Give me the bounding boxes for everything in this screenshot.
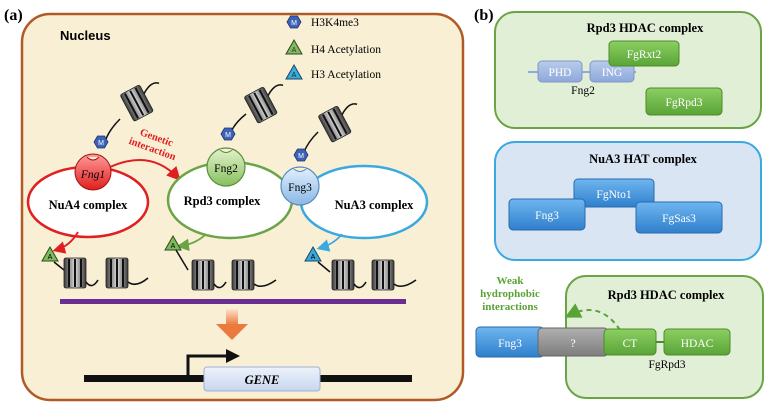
ct-label: CT <box>623 338 638 350</box>
unknown-label: ? <box>570 336 575 350</box>
svg-text:A: A <box>171 243 176 250</box>
panel-b-label: (b) <box>474 7 494 24</box>
nucleosome-top-1 <box>119 82 160 123</box>
chromatin-1 <box>53 257 149 289</box>
chromatin-2 <box>175 249 277 291</box>
fgsas3-box <box>635 201 723 234</box>
panel-a-label: (a) <box>4 7 23 24</box>
weak-interaction-arrow <box>564 303 621 331</box>
fgrpd3-label-1: FgRpd3 <box>665 97 702 109</box>
rpd3-arrow <box>176 233 207 252</box>
fng3-protein <box>280 166 320 206</box>
fgrpd3-box-1 <box>645 87 723 116</box>
fng3-label-nua3: Fng3 <box>535 210 559 222</box>
h4-acetylation-legend-icon: A <box>285 38 303 55</box>
legend-h3-acetylation: H3 Acetylation <box>311 69 381 81</box>
h3-acetyl-mark: A <box>304 245 322 262</box>
fng3-box-nua3 <box>508 198 586 231</box>
fng3-label: Fng3 <box>288 182 312 194</box>
chromatin-3 <box>317 259 417 291</box>
svg-text:A: A <box>292 47 297 54</box>
svg-text:M: M <box>225 132 231 139</box>
rpd3-hdac-title-2: Rpd3 HDAC complex <box>608 288 725 302</box>
methyl-mark-1: M <box>93 135 109 149</box>
nucleosome-top-2 <box>243 84 284 125</box>
transcription-arrow <box>216 309 248 340</box>
fng1-label: Fng1 <box>80 169 105 181</box>
svg-text:M: M <box>291 20 297 27</box>
nua3-arrow <box>316 233 343 252</box>
nua3-hat-title: NuA3 HAT complex <box>589 152 698 166</box>
nua4-arrow <box>52 231 79 254</box>
svg-text:M: M <box>298 153 304 160</box>
legend: M H3K4me3 A H4 Acetylation A H3 Acetylat… <box>285 15 381 81</box>
svg-text:M: M <box>98 140 104 147</box>
nua4-complex-label: NuA4 complex <box>49 198 129 212</box>
legend-h3k4me3: H3K4me3 <box>311 17 359 29</box>
fng2-domain-label: Fng2 <box>571 85 595 97</box>
fng1-protein <box>74 153 112 191</box>
fgnto1-label: FgNto1 <box>596 189 631 201</box>
hdac-label: HDAC <box>681 338 714 350</box>
ing-label: ING <box>602 67 622 79</box>
fng2-protein <box>206 147 246 187</box>
gene-label: GENE <box>245 373 280 387</box>
legend-h4-acetylation: H4 Acetylation <box>311 44 381 56</box>
promoter-arrow <box>186 354 228 376</box>
genetic-interaction-arrow <box>107 159 181 181</box>
h4-acetyl-mark-2: A <box>164 234 182 251</box>
phd-label: PHD <box>548 67 571 79</box>
methyl-mark-3: M <box>293 148 309 162</box>
chromatin-bar <box>60 299 406 304</box>
hdac-domain <box>663 328 731 356</box>
rpd3-hdac-title-1: Rpd3 HDAC complex <box>587 21 704 35</box>
h4-acetyl-mark-1: A <box>41 245 59 262</box>
nua3-complex-label: NuA3 complex <box>335 198 415 212</box>
svg-text:A: A <box>311 254 316 261</box>
fgsas3-label: FgSas3 <box>662 213 696 225</box>
fgrxt2-label: FgRxt2 <box>627 49 662 61</box>
fng3-label-rpd3: Fng3 <box>498 338 522 350</box>
methylation-legend-icon: M <box>286 15 302 29</box>
methyl-mark-2: M <box>220 127 236 141</box>
h3-acetylation-legend-icon: A <box>285 63 303 80</box>
gene-box <box>203 366 321 392</box>
nucleus-title: Nucleus <box>60 28 111 43</box>
fgnto1-box <box>573 178 655 208</box>
svg-text:A: A <box>48 254 53 261</box>
fgrxt2-box <box>608 40 680 67</box>
nucleosome-top-3 <box>317 103 358 144</box>
fng2-label: Fng2 <box>214 163 238 175</box>
rpd3-complex-label: Rpd3 complex <box>184 194 261 208</box>
fgrpd3-label-2: FgRpd3 <box>648 359 685 371</box>
svg-text:A: A <box>292 72 297 79</box>
phd-domain <box>537 60 583 83</box>
